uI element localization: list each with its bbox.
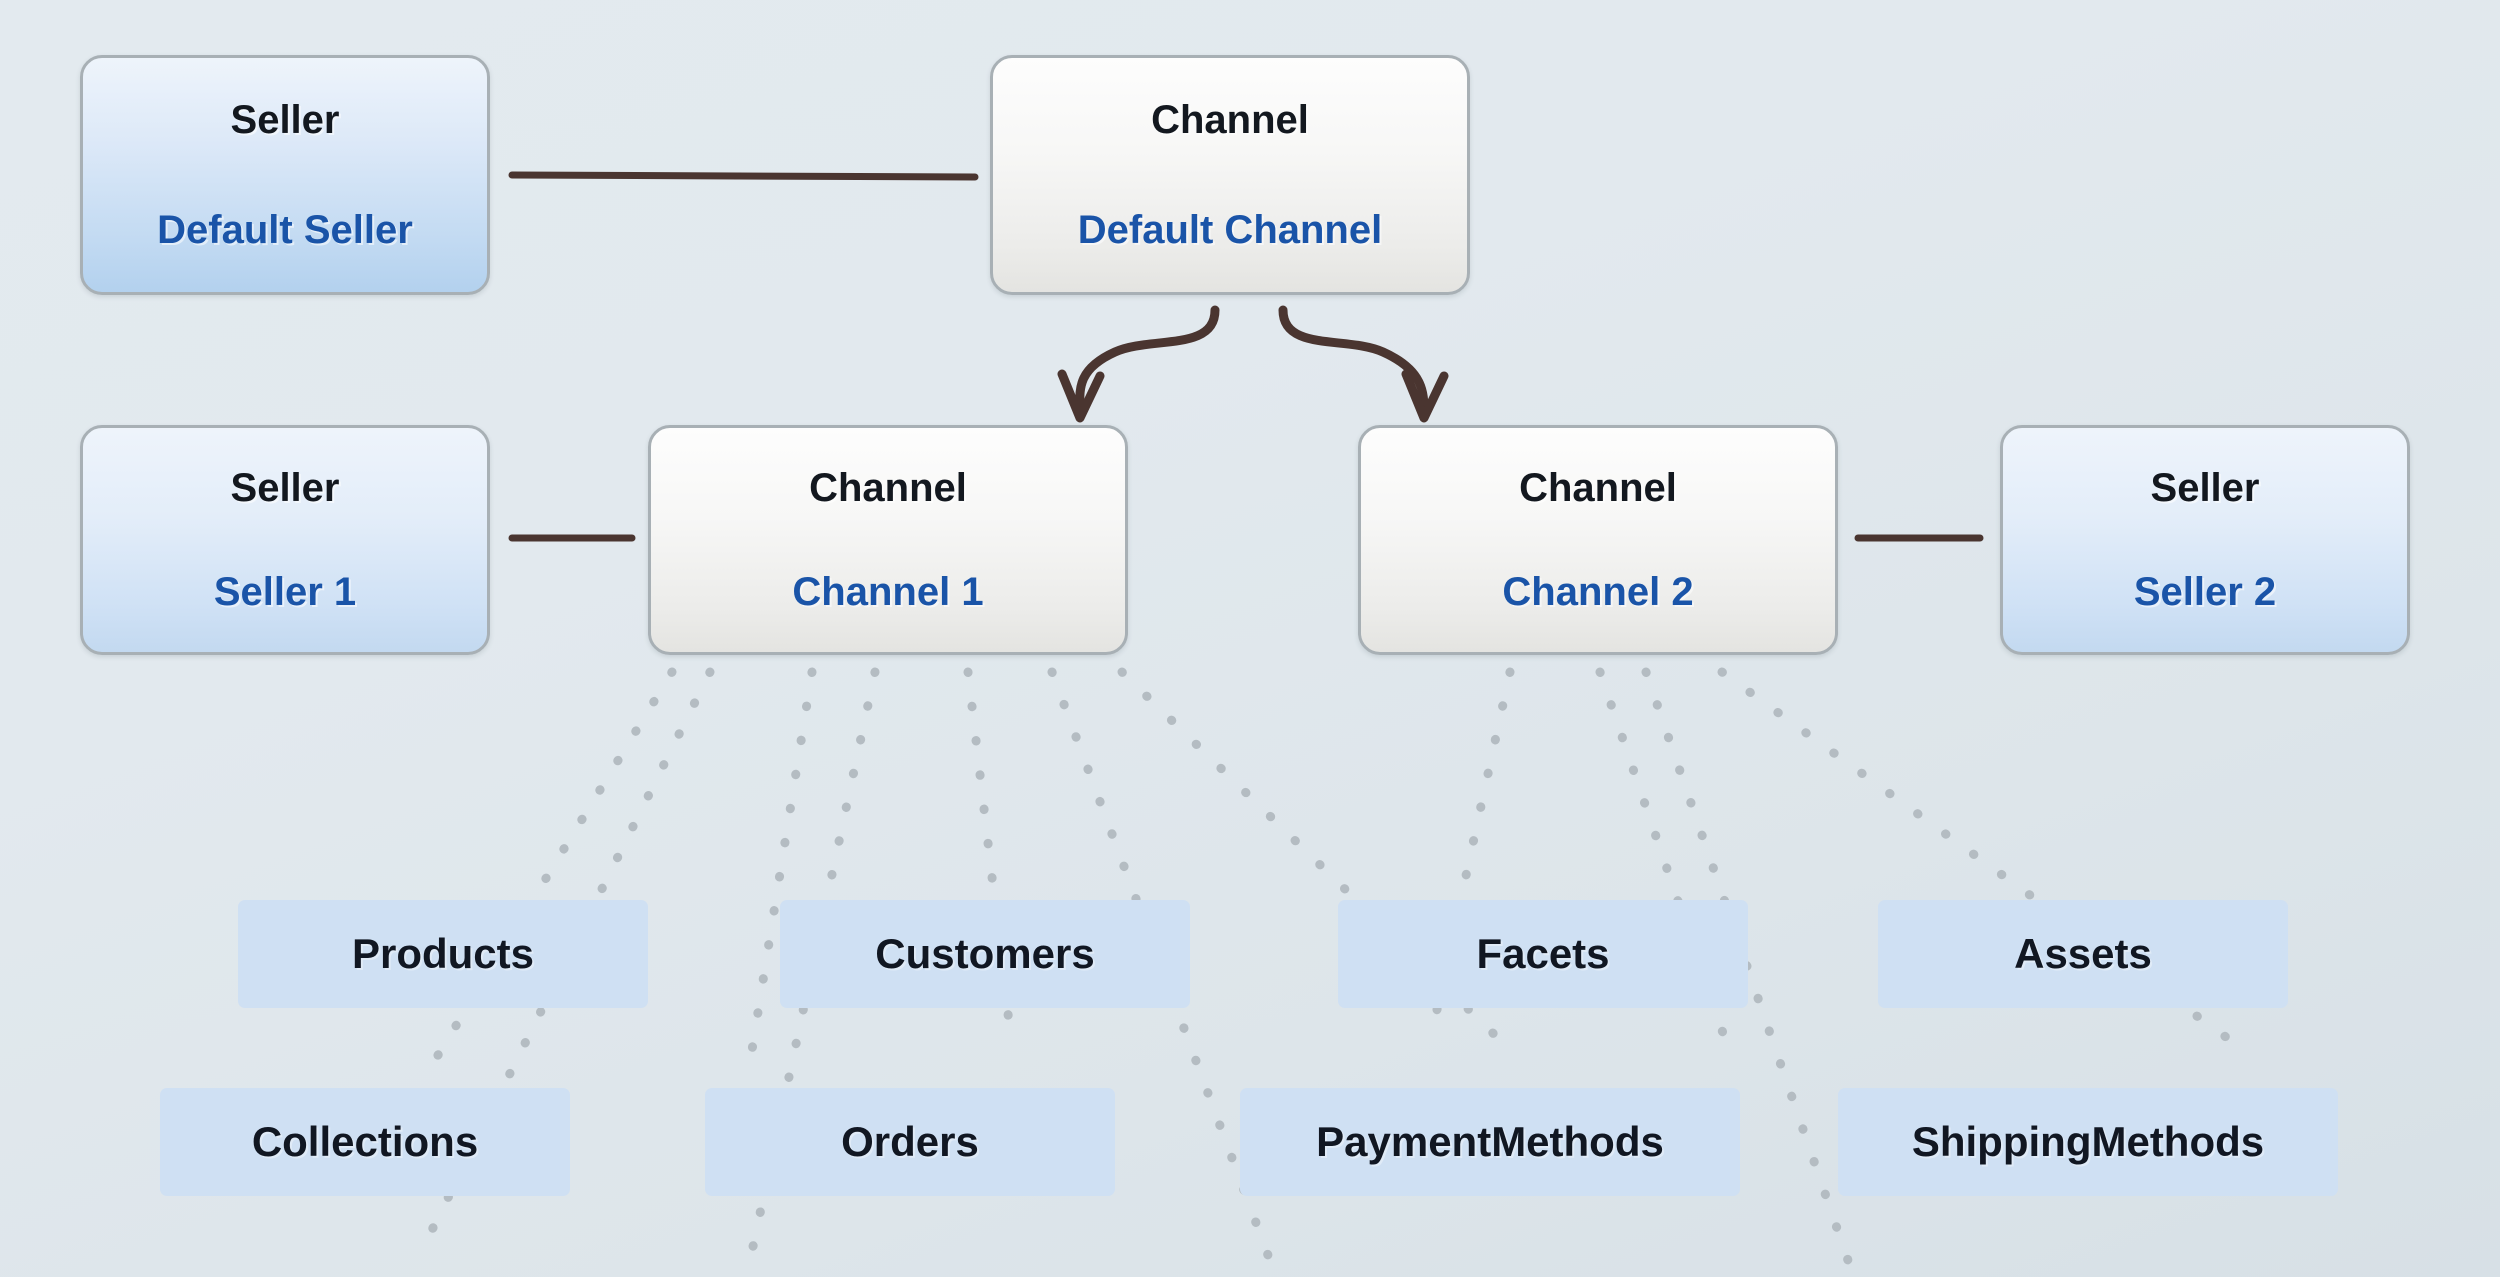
leaf-node-label: ShippingMethods: [1911, 1118, 2265, 1165]
leaf-node-label: Collections: [251, 1118, 479, 1165]
leaf-node-payment-methods[interactable]: PaymentMethods: [1240, 1088, 1740, 1196]
leaf-node-assets[interactable]: Assets: [1878, 900, 2288, 1008]
entity-name-label: Channel 2: [1502, 570, 1694, 614]
entity-name-label: Seller 1: [213, 570, 357, 614]
leaf-node-orders[interactable]: Orders: [705, 1088, 1115, 1196]
leaf-node-label: Facets: [1476, 930, 1610, 977]
leaf-node-label: Customers: [875, 930, 1095, 977]
arrow-default-channel-to-channel-1: [1075, 305, 1220, 417]
leaf-node-customers[interactable]: Customers: [780, 900, 1190, 1008]
leaf-node-products[interactable]: Products: [238, 900, 648, 1008]
entity-type-label: Seller: [2150, 466, 2260, 510]
connector-default-seller-to-default-channel: [508, 171, 979, 181]
entity-name-label: Default Channel: [1077, 208, 1383, 252]
arrowhead-default-channel-to-channel-2: [1401, 369, 1449, 423]
arrowhead-default-channel-to-channel-1: [1057, 369, 1105, 423]
entity-type-label: Seller: [230, 466, 340, 510]
arrow-connectors: [1057, 305, 1449, 423]
leaf-node-label: Orders: [841, 1118, 979, 1165]
leaf-node-label: Products: [351, 930, 535, 977]
arrow-default-channel-to-channel-2: [1278, 305, 1429, 417]
entity-type-label: Seller: [230, 98, 340, 142]
entity-name-label: Channel 1: [792, 570, 984, 614]
entity-name-label: Seller 2: [2133, 570, 2277, 614]
entity-name-label: Default Seller: [157, 208, 413, 252]
leaf-node-label: Assets: [2014, 930, 2152, 977]
leaf-node-facets[interactable]: Facets: [1338, 900, 1748, 1008]
entity-type-label: Channel: [1151, 98, 1309, 142]
entity-type-label: Channel: [1519, 466, 1677, 510]
leaf-node-shipping-methods[interactable]: ShippingMethods: [1838, 1088, 2338, 1196]
entity-type-label: Channel: [809, 466, 967, 510]
leaf-node-label: PaymentMethods: [1316, 1118, 1664, 1165]
leaf-node-collections[interactable]: Collections: [160, 1088, 570, 1196]
